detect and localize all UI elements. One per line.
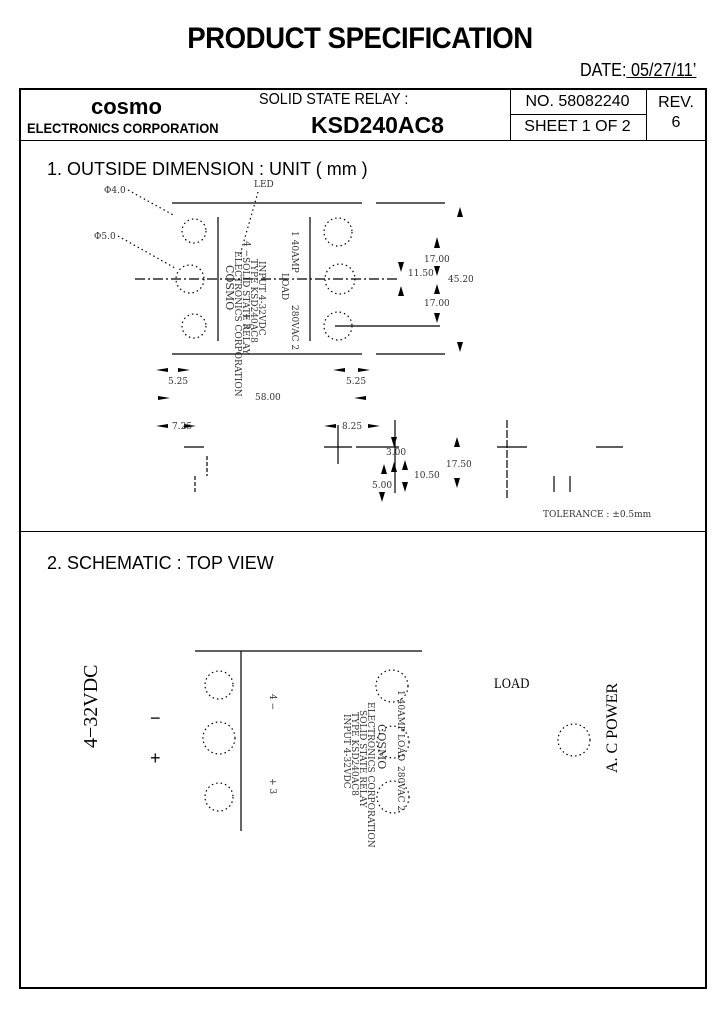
title-block: cosmo ELECTRONICS CORPORATION SOLID STAT… <box>21 90 705 141</box>
dim-5-25-left: 5.25 <box>168 377 188 387</box>
svg-text:ELECTRONICS CORPORATION: ELECTRONICS CORPORATION <box>365 702 375 848</box>
revision-value: 6 <box>671 114 681 131</box>
dim-45-20: 45.20 <box>448 275 474 285</box>
dim-phi4: Φ4.0 <box>104 186 126 196</box>
dim-5: 5.00 <box>372 481 392 491</box>
svg-text:TYPE KSD240AC8: TYPE KSD240AC8 <box>349 712 359 796</box>
dim-7-25: 7.25 <box>172 422 192 432</box>
dim-58: 58.00 <box>255 393 281 403</box>
page-title: PRODUCT SPECIFICATION <box>187 22 533 55</box>
svg-text:TYPE KSD240AC8: TYPE KSD240AC8 <box>248 259 258 343</box>
dim-5-25-right: 5.25 <box>346 377 366 387</box>
section-divider <box>21 531 705 532</box>
svg-text:INPUT 4-32VDC: INPUT 4-32VDC <box>341 714 351 789</box>
section-schematic-title: 2. SCHEMATIC : TOP VIEW <box>47 553 274 573</box>
svg-text:LOAD: LOAD <box>279 273 289 300</box>
divider <box>510 114 646 115</box>
dim-17-top: 17.00 <box>424 255 450 265</box>
svg-text:+ 3: + 3 <box>241 313 251 329</box>
spec-frame: cosmo ELECTRONICS CORPORATION SOLID STAT… <box>19 88 707 989</box>
load-label: LOAD <box>494 676 530 692</box>
svg-text:280VAC 2: 280VAC 2 <box>395 766 405 811</box>
svg-text:280VAC 2: 280VAC 2 <box>289 305 299 350</box>
divider <box>646 90 647 140</box>
svg-text:COSMO: COSMO <box>223 265 236 310</box>
model-number: KSD240AC8 <box>311 112 444 138</box>
dim-3: 3.00 <box>386 448 406 458</box>
svg-text:LOAD: LOAD <box>395 734 405 761</box>
dim-17-50: 17.50 <box>446 460 472 470</box>
company-subtitle: ELECTRONICS CORPORATION <box>27 120 219 136</box>
dim-8-25: 8.25 <box>342 422 362 432</box>
product-type: SOLID STATE RELAY : <box>259 91 409 108</box>
input-plus: + <box>150 748 161 768</box>
dim-11-50: 11.50 <box>408 269 434 279</box>
svg-text:1 40AMP: 1 40AMP <box>395 690 405 732</box>
date-value: 05/27/11’ <box>626 60 696 80</box>
input-voltage-label: 4−32VDC <box>80 664 102 748</box>
input-minus: − <box>150 708 161 728</box>
svg-text:SOLID STATE RELAY: SOLID STATE RELAY <box>357 710 367 809</box>
svg-text:1 40AMP: 1 40AMP <box>289 231 299 273</box>
svg-text:INPUT 4-32VDC: INPUT 4-32VDC <box>256 261 266 336</box>
svg-text:SOLID STATE RELAY: SOLID STATE RELAY <box>240 257 250 356</box>
dim-10-50: 10.50 <box>414 471 440 481</box>
revision-label: REV. <box>658 94 694 111</box>
sheet-number: SHEET 1 OF 2 <box>524 118 631 135</box>
dim-phi5: Φ5.0 <box>94 232 116 242</box>
company-name: cosmo <box>91 94 162 119</box>
svg-text:4 −: 4 − <box>241 241 251 257</box>
date-line: DATE: 05/27/11’ <box>580 60 696 81</box>
tolerance-note: TOLERANCE : ±0.5mm <box>543 510 652 520</box>
label-led: LED <box>254 180 274 190</box>
ac-power-label: A. C POWER <box>604 682 621 773</box>
svg-text:+ 3: + 3 <box>267 778 277 794</box>
dim-17-bottom: 17.00 <box>424 299 450 309</box>
svg-text:ELECTRONICS CORPORATION: ELECTRONICS CORPORATION <box>232 251 242 397</box>
svg-text:4 −: 4 − <box>267 694 277 710</box>
svg-text:COSMO: COSMO <box>375 724 388 769</box>
divider <box>510 90 511 140</box>
date-label: DATE: <box>579 60 627 80</box>
section-outside-dimension-title: 1. OUTSIDE DIMENSION : UNIT ( mm ) <box>47 159 368 179</box>
document-number: NO. 58082240 <box>525 93 630 110</box>
